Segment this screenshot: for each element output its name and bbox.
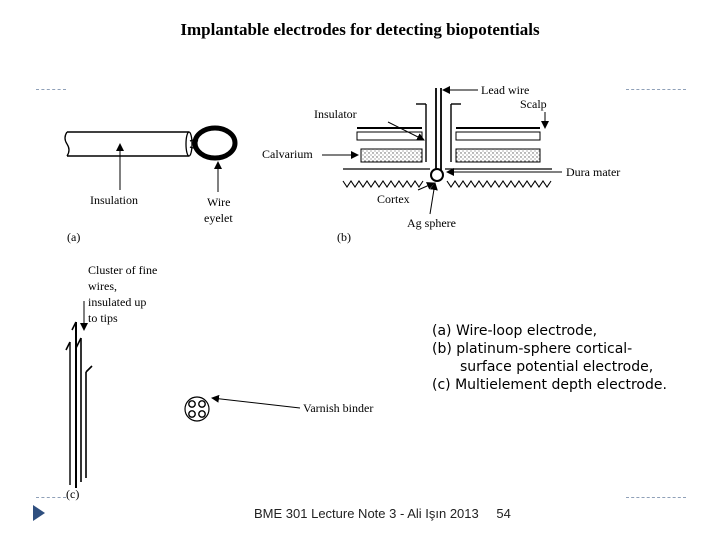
slide-title: Implantable electrodes for detecting bio… <box>180 20 540 39</box>
figure-caption: (a) Wire-loop electrode, (b) platinum-sp… <box>432 322 717 394</box>
panel-b-drawing <box>322 86 562 215</box>
caption-line-b1: (b) platinum-sphere cortical- <box>432 341 633 357</box>
caption-line-b2: surface potential electrode, <box>460 359 654 375</box>
divider-top-right <box>626 89 686 90</box>
divider-bottom-left <box>36 497 66 498</box>
wire-eyelet-label-line1: Wire <box>207 195 231 209</box>
caption-line-a: (a) Wire-loop electrode, <box>432 323 598 339</box>
nav-arrow-icon[interactable] <box>32 504 46 522</box>
cluster-label-line1: Cluster of fine <box>88 263 157 277</box>
scalp-label: Scalp <box>520 97 547 111</box>
slide-footer: BME 301 Lecture Note 3 - Ali Işın 2013 5… <box>254 506 511 521</box>
cluster-label-line2: wires, <box>88 279 117 293</box>
cortex-label: Cortex <box>377 192 410 206</box>
panel-a-label: (a) <box>67 230 80 244</box>
cluster-label-line3: insulated up <box>88 295 146 309</box>
footer-course-text: BME 301 Lecture Note 3 - Ali Işın 2013 <box>254 506 479 521</box>
wire-eyelet-label-line2: eyelet <box>204 211 233 225</box>
ag-sphere-label: Ag sphere <box>407 216 456 230</box>
caption-line-c: (c) Multielement depth electrode. <box>432 377 667 393</box>
divider-bottom-right <box>626 497 686 498</box>
dura-mater-label: Dura mater <box>566 165 620 179</box>
insulation-label: Insulation <box>90 193 138 207</box>
insulator-label: Insulator <box>314 107 357 121</box>
panel-a-drawing <box>64 125 238 192</box>
varnish-binder-label: Varnish binder <box>303 401 373 415</box>
panel-b-label: (b) <box>337 230 351 244</box>
cluster-label-line4: to tips <box>88 311 118 325</box>
lead-wire-label: Lead wire <box>481 83 529 97</box>
panel-c-drawing <box>65 301 301 488</box>
calvarium-label: Calvarium <box>262 147 313 161</box>
panel-c-label: (c) <box>66 487 79 501</box>
divider-top-left <box>36 89 66 90</box>
page-number: 54 <box>496 506 511 521</box>
